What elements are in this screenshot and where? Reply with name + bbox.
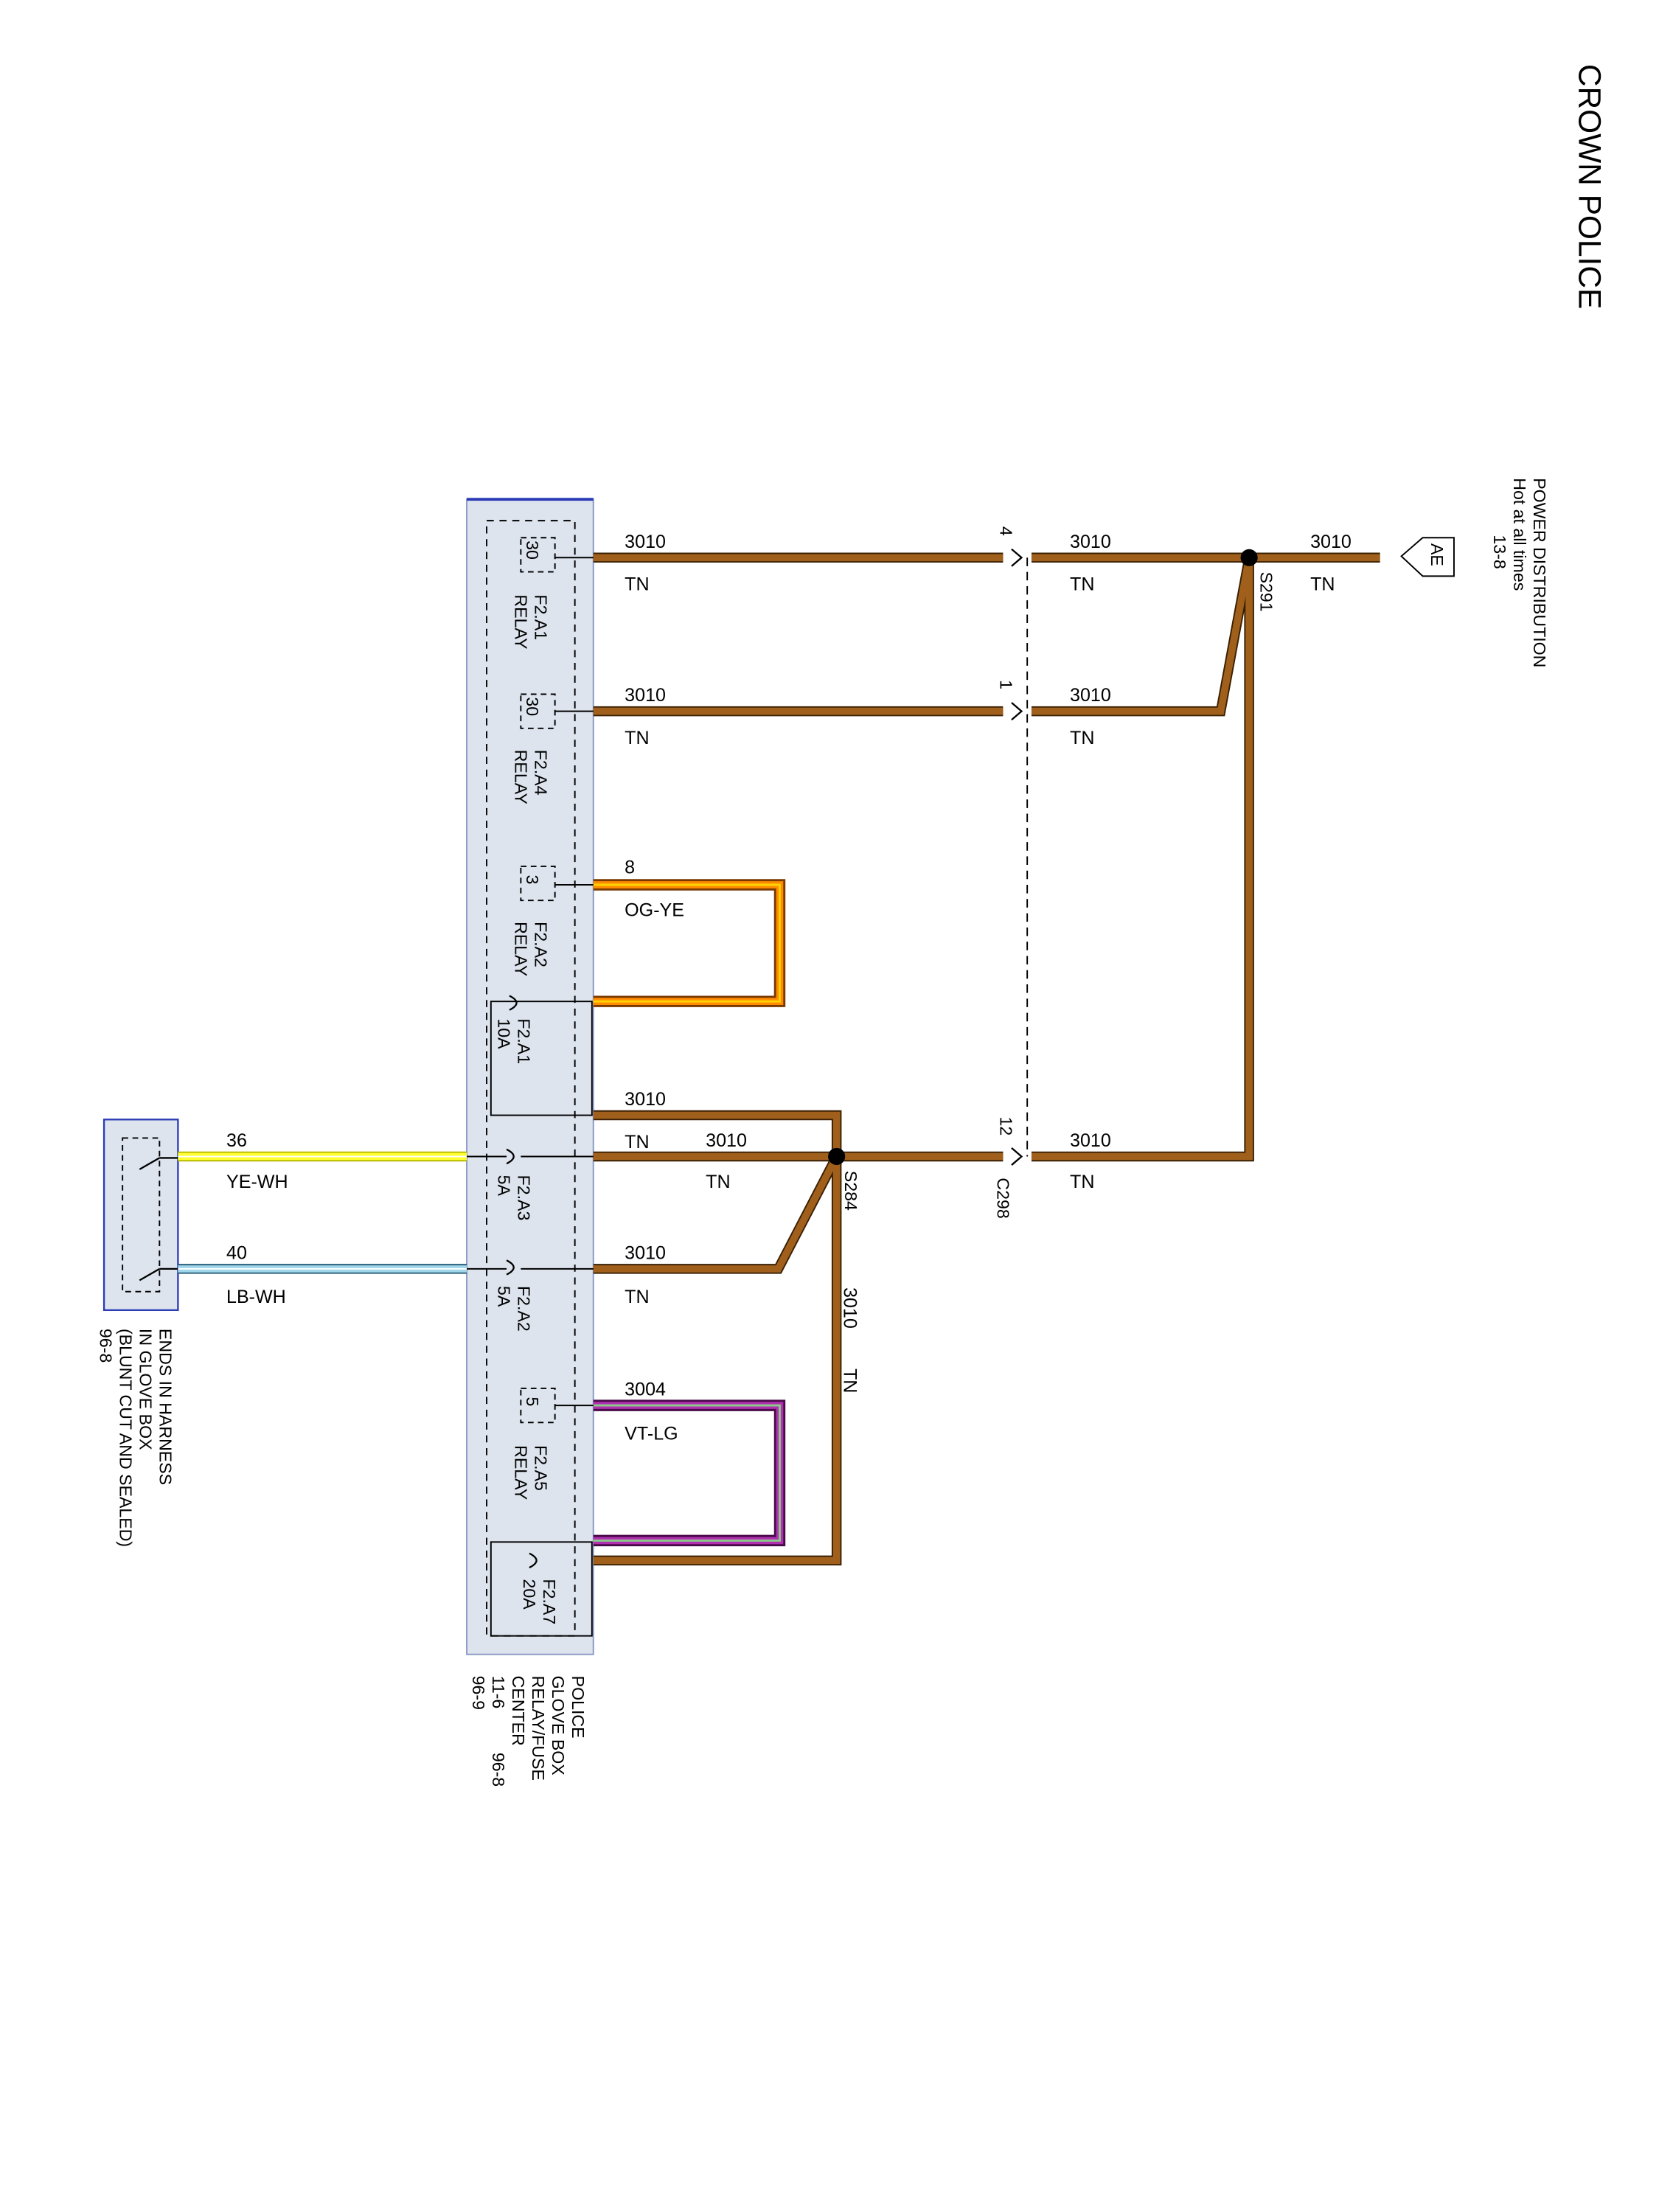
wire-label-color: OG-YE bbox=[625, 900, 684, 920]
relay-label-f2a2-type: RELAY bbox=[512, 922, 531, 976]
wire-label-color: TN bbox=[706, 1172, 730, 1192]
wire-label-color: TN bbox=[625, 1287, 649, 1307]
harness-line1: ENDS IN HARNESS bbox=[156, 1329, 175, 1485]
wire-label-code: 3010 bbox=[625, 1089, 666, 1110]
harness-line3: (BLUNT CUT AND SEALED) bbox=[116, 1329, 135, 1547]
relay-label-f2a5-id: F2.A5 bbox=[532, 1445, 551, 1491]
splice-s291-label: S291 bbox=[1257, 572, 1276, 612]
connector-pin-1: 1 bbox=[997, 680, 1016, 689]
wire-label-color: VT-LG bbox=[625, 1423, 678, 1444]
wire-label-color: YE-WH bbox=[226, 1172, 288, 1192]
wire-label-color: LB-WH bbox=[226, 1287, 286, 1307]
page-title: CROWN POLICE bbox=[1573, 64, 1607, 309]
relay-label-f2a5-type: RELAY bbox=[512, 1445, 531, 1500]
splice-s291: S291 bbox=[1240, 549, 1276, 612]
fuse-label-f2a1-id: F2.A1 bbox=[514, 1018, 533, 1064]
fuse-label-f2a3-rating: 5A bbox=[494, 1175, 513, 1197]
fuse-label-f2a7-rating: 20A bbox=[520, 1579, 539, 1610]
wire-label-color: TN bbox=[625, 1132, 649, 1152]
terminal-ae-label: AE bbox=[1427, 543, 1447, 566]
fuse-label-f2a7-id: F2.A7 bbox=[540, 1579, 559, 1624]
wire-labels: 3010 TN 3010 TN 3010 TN 3010 TN 3010 TN … bbox=[226, 532, 1352, 1444]
relay-center-line3: RELAY/FUSE bbox=[529, 1676, 548, 1781]
relay-center-line2: GLOVE BOX bbox=[549, 1676, 568, 1775]
wire-label-color: TN bbox=[1070, 1172, 1094, 1192]
wire-label-color: TN bbox=[625, 574, 649, 595]
wire-label-color: TN bbox=[1310, 574, 1335, 595]
relay-pin-f2a5: 5 bbox=[523, 1397, 542, 1407]
relay-center-caption: POLICE GLOVE BOX RELAY/FUSE CENTER 11-6 … bbox=[469, 1676, 588, 1787]
wire-label-code: 3010 bbox=[706, 1130, 747, 1151]
relay-fuse-center: 30 30 3 5 F2.A1 RELAY F2.A4 RELAY F2.A2 … bbox=[466, 498, 594, 1655]
wire-label-color: TN bbox=[1070, 728, 1094, 748]
relay-pin-f2a2: 3 bbox=[523, 874, 542, 884]
relay-label-f2a2-id: F2.A2 bbox=[532, 922, 551, 967]
fuse-label-f2a3-id: F2.A3 bbox=[514, 1175, 533, 1221]
wire-label-code: 3004 bbox=[625, 1380, 666, 1400]
relay-label-f2a1-id: F2.A1 bbox=[532, 594, 551, 640]
wire-label-color: TN bbox=[1070, 574, 1094, 595]
splice-s284: S284 bbox=[828, 1147, 860, 1211]
relay-center-ref2: 96-8 bbox=[489, 1753, 508, 1787]
relay-center-line4: CENTER bbox=[509, 1676, 528, 1746]
harness-line2: IN GLOVE BOX bbox=[136, 1329, 155, 1450]
relay-label-f2a1-type: RELAY bbox=[512, 594, 531, 649]
wire-label-color: TN bbox=[839, 1368, 860, 1393]
wire-label-code: 40 bbox=[226, 1242, 247, 1263]
power-distribution-line3: 13-8 bbox=[1490, 535, 1509, 568]
relay-center-ref1: 11-6 bbox=[489, 1676, 508, 1709]
terminal-ae: AE bbox=[1400, 537, 1455, 577]
connector-c298: 4 1 12 C298 bbox=[994, 526, 1029, 1219]
fuse-label-f2a1-rating: 10A bbox=[494, 1018, 513, 1049]
glove-box-harness bbox=[102, 1119, 179, 1312]
relay-label-f2a4-id: F2.A4 bbox=[532, 750, 551, 796]
power-distribution-label: POWER DISTRIBUTION Hot at all times 13-8 bbox=[1490, 478, 1549, 667]
wire-label-code: 3010 bbox=[1070, 685, 1111, 706]
relay-pin-f2a4: 30 bbox=[523, 697, 542, 716]
connector-pin-4: 4 bbox=[997, 526, 1016, 536]
power-distribution-line2: Hot at all times bbox=[1510, 478, 1529, 591]
relay-pin-f2a1: 30 bbox=[523, 540, 542, 560]
wire-label-code: 3010 bbox=[1070, 532, 1111, 552]
harness-caption: ENDS IN HARNESS IN GLOVE BOX (BLUNT CUT … bbox=[96, 1329, 175, 1547]
wire-label-color: TN bbox=[625, 728, 649, 748]
splice-s284-label: S284 bbox=[841, 1171, 860, 1211]
relay-center-ref3: 96-9 bbox=[469, 1676, 488, 1710]
wire-label-code: 3010 bbox=[625, 532, 666, 552]
power-distribution-line1: POWER DISTRIBUTION bbox=[1530, 478, 1549, 667]
connector-name: C298 bbox=[994, 1178, 1013, 1218]
wire-label-code: 8 bbox=[625, 858, 635, 878]
module-internal-wires bbox=[467, 557, 594, 1407]
wire-og-ye bbox=[593, 879, 786, 1007]
wire-label-code: 36 bbox=[226, 1130, 247, 1151]
wire-label-code: 3010 bbox=[625, 685, 666, 706]
relay-label-f2a4-type: RELAY bbox=[512, 750, 531, 804]
wire-label-code: 3010 bbox=[625, 1242, 666, 1263]
fuse-label-f2a2-id: F2.A2 bbox=[514, 1286, 533, 1332]
wire-label-code: 3010 bbox=[839, 1287, 860, 1329]
wire-label-code: 3010 bbox=[1070, 1130, 1111, 1151]
connector-pin-12: 12 bbox=[997, 1116, 1016, 1135]
fuse-label-f2a2-rating: 5A bbox=[494, 1286, 513, 1307]
wire-label-code: 3010 bbox=[1310, 532, 1352, 552]
relay-center-line1: POLICE bbox=[568, 1676, 588, 1739]
wire-vt-lg bbox=[593, 1399, 786, 1547]
harness-line4: 96-8 bbox=[96, 1329, 115, 1363]
tan-wires bbox=[593, 552, 1380, 1566]
